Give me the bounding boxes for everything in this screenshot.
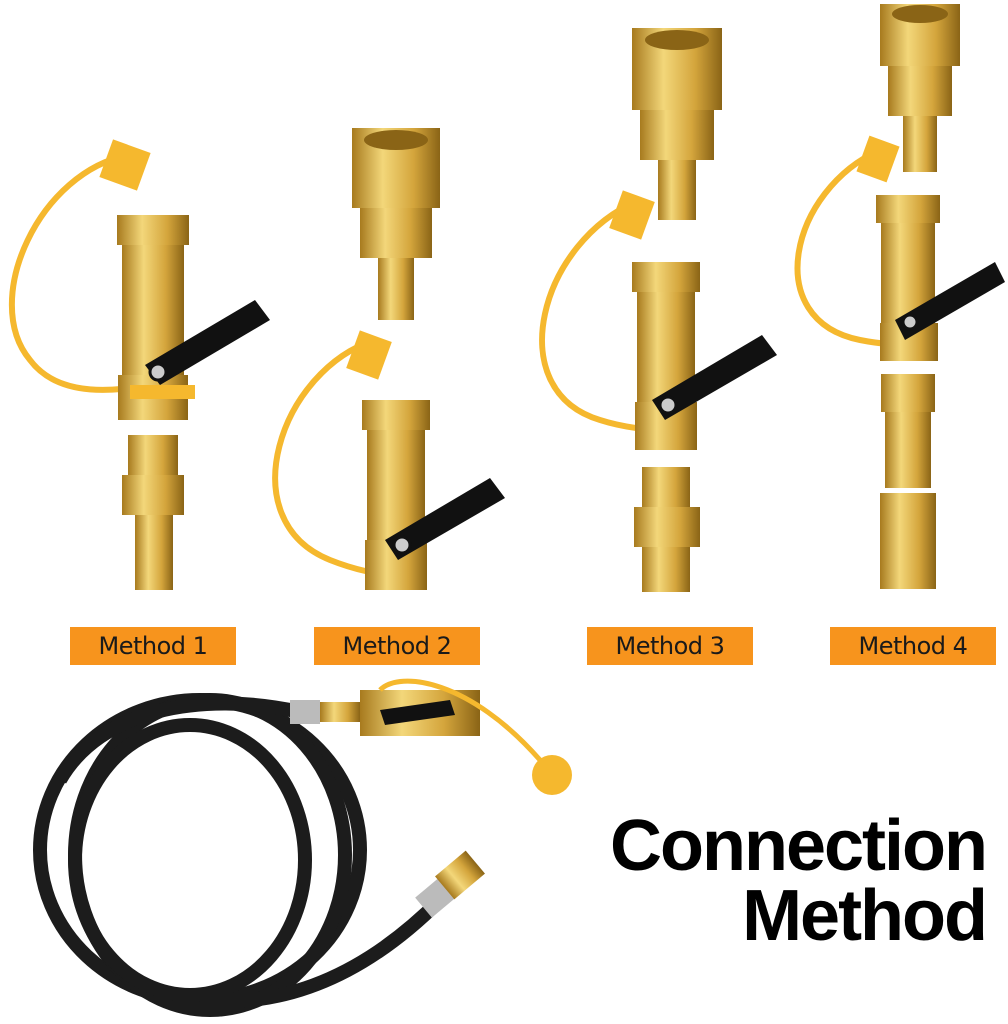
method-4-fittings — [794, 4, 1005, 589]
hose-assembly — [33, 678, 572, 1017]
headline-line-1: Connection — [610, 806, 988, 886]
method-3-fittings — [539, 28, 777, 592]
method-1-fittings — [9, 139, 270, 590]
headline-line-2: Method — [742, 876, 988, 956]
method-2-fittings — [272, 128, 505, 590]
method-3-label: Method 3 — [587, 627, 753, 665]
method-2-label: Method 2 — [314, 627, 480, 665]
method-4-label: Method 4 — [830, 627, 996, 665]
method-1-label: Method 1 — [70, 627, 236, 665]
